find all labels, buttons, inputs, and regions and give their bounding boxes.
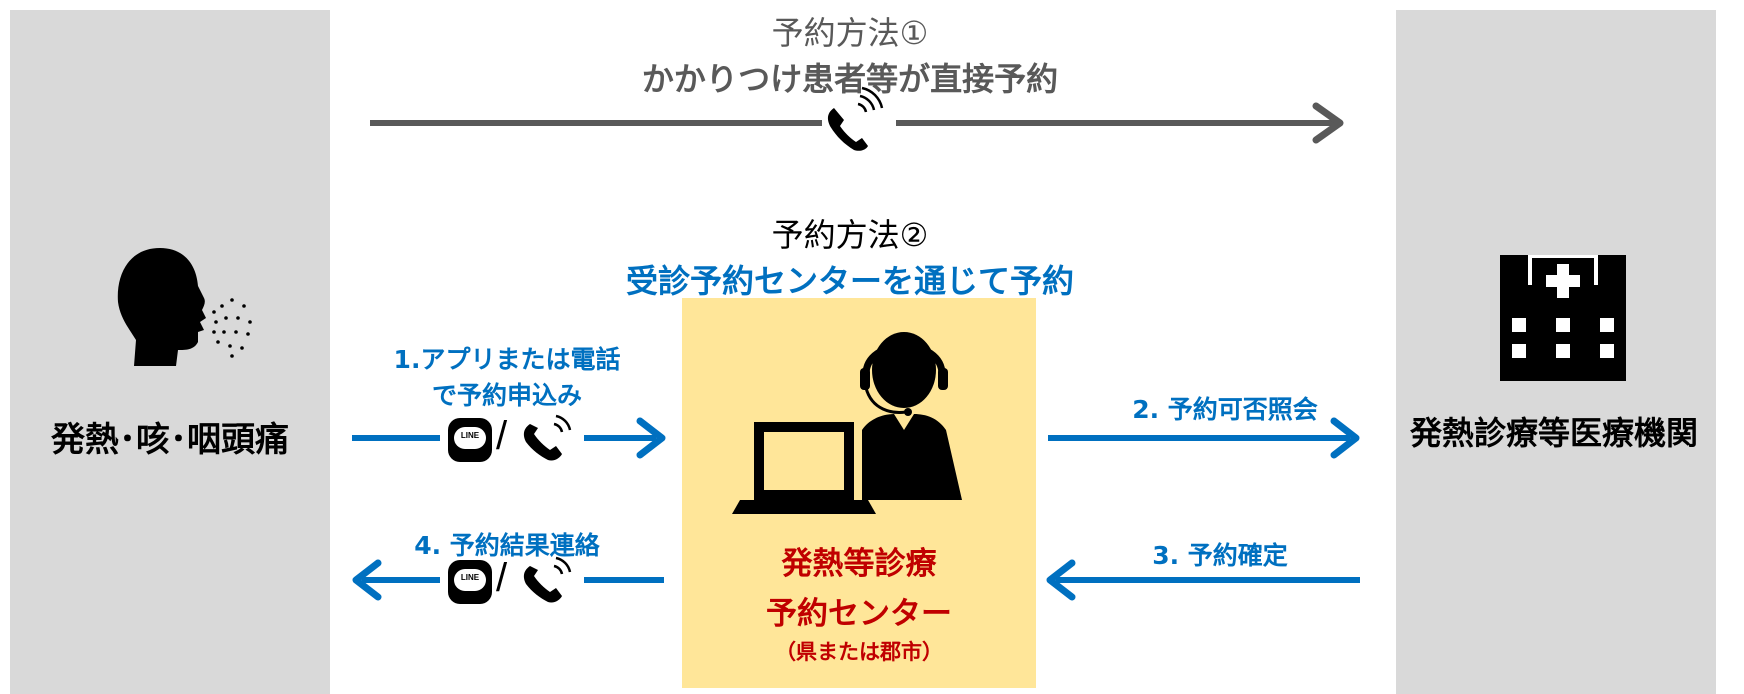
step1-contact-icons: LINE / [448, 414, 578, 464]
step4-arrow [352, 559, 664, 601]
step1-label-line2: で予約申込み [431, 381, 582, 410]
step1-arrow [352, 417, 666, 459]
line-app-label: LINE [460, 431, 480, 440]
line-bubble [454, 427, 486, 449]
clinic-label: 発熱診療等医療機関 [1409, 414, 1698, 452]
method1-arrow [370, 102, 1344, 144]
method2-subtitle: 受診予約センターを通じて予約 [625, 262, 1074, 300]
center-title-line1: 発熱等診療 [781, 546, 937, 582]
line-app-icon: LINE [448, 418, 492, 462]
slash-separator: / [496, 556, 508, 600]
coughing-person-icon [117, 248, 252, 366]
step4-label: 4. 予約結果連絡 [414, 531, 600, 560]
operator-computer-icon [732, 332, 962, 514]
step1-label-line1: 1.アプリまたは電話 [393, 345, 621, 374]
step2-label: 2. 予約可否照会 [1132, 395, 1318, 424]
phone-icon [523, 556, 572, 603]
method2-title: 予約方法② [771, 216, 929, 254]
patient-label: 発熱･咳･咽頭痛 [51, 420, 289, 460]
hospital-icon [1500, 255, 1626, 381]
method1-subtitle: かかりつけ患者等が直接予約 [641, 60, 1059, 98]
line-app-icon: LINE [448, 560, 492, 604]
center-title-line2: 予約センター [766, 596, 952, 632]
step3-arrow [1046, 559, 1360, 601]
center-note: （県または郡市） [775, 640, 943, 664]
step4-contact-icons: LINE / [448, 556, 578, 606]
phone-icon [827, 86, 884, 151]
reservation-center-box [682, 298, 1036, 688]
step3-label: 3. 予約確定 [1152, 541, 1288, 570]
method1-title: 予約方法① [771, 14, 929, 52]
line-bubble [454, 569, 486, 591]
step2-arrow [1048, 417, 1360, 459]
phone-icon [523, 414, 572, 461]
line-app-label: LINE [460, 573, 480, 582]
slash-separator: / [496, 414, 508, 458]
